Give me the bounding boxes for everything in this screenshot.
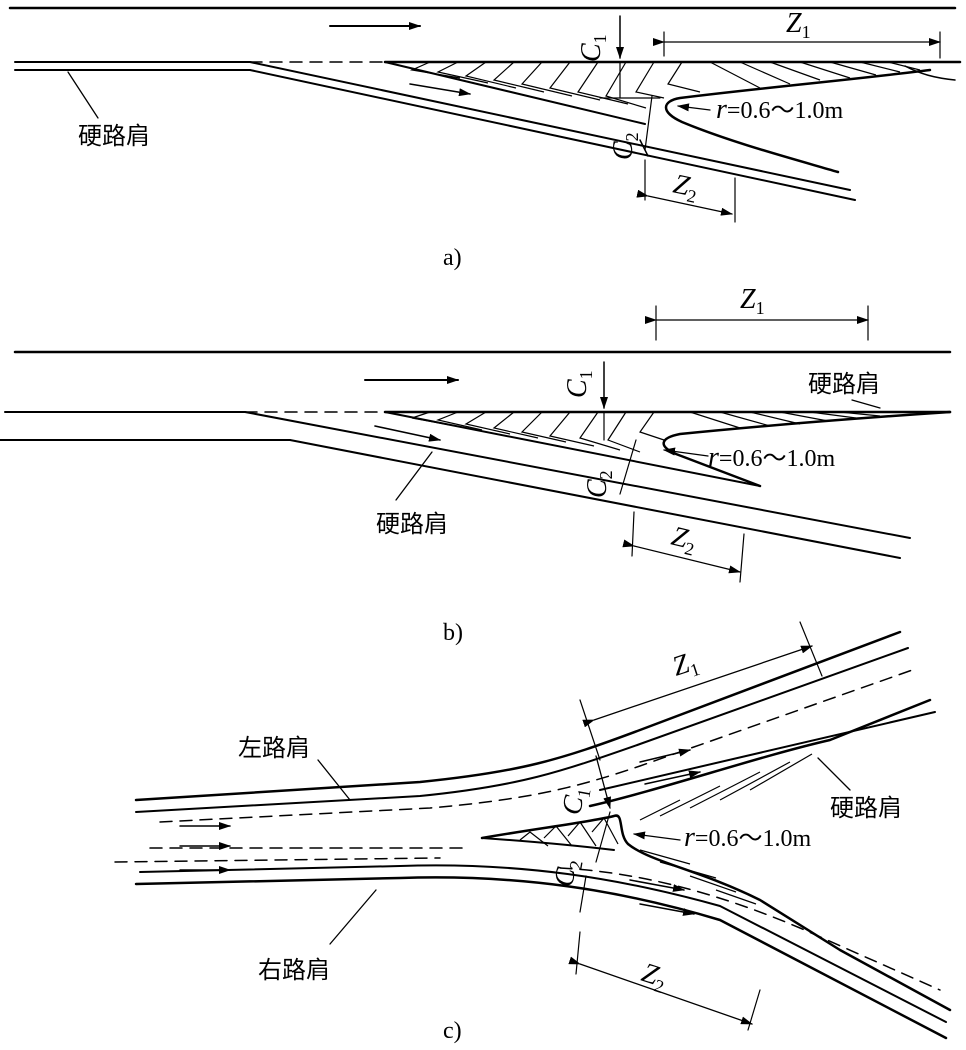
upper-branch-arrow-2 <box>644 770 701 785</box>
radius-label: r=0.6～1.0m <box>716 94 843 125</box>
radius-label: r=0.6～1.0m <box>708 442 835 473</box>
c2-extension <box>579 875 587 913</box>
panel-a-caption: a) <box>443 245 462 271</box>
panel-c: 左路肩 右路肩 硬路肩 C1 C2 Z1 Z2 r=0.6～1.0m c) <box>114 621 952 1044</box>
c2-label: C2 <box>548 857 586 890</box>
hard-shoulder-label: 硬路肩 <box>830 794 902 822</box>
ramp-inner-edge <box>384 61 646 125</box>
hard-shoulder-label: 硬路肩 <box>78 122 150 150</box>
upper-lane-dashed <box>159 667 919 823</box>
lower-center-dashed <box>114 857 441 863</box>
hard-shoulder-right-label: 硬路肩 <box>808 370 880 398</box>
gore-nose-outline <box>480 814 952 1012</box>
lower-lane-dashed <box>559 867 941 991</box>
lower-branch-arrow-2 <box>639 903 695 916</box>
ramp-traffic-arrow <box>374 425 441 442</box>
z2-label: Z2 <box>668 521 700 560</box>
z2-extension-right <box>739 533 745 583</box>
right-shoulder-leader <box>329 889 377 945</box>
lower-branch-arrow-1 <box>629 879 685 892</box>
c1-label: C1 <box>562 370 596 398</box>
left-outer-edge <box>134 630 902 802</box>
c2-dimension-line <box>644 95 653 151</box>
c1-dimension-arrow <box>595 755 612 809</box>
gore-nose <box>664 68 932 174</box>
upper-branch-arrow-1 <box>639 748 691 763</box>
c1-label: C1 <box>556 785 594 818</box>
left-shoulder-leader <box>317 759 351 801</box>
radius-leader <box>663 447 709 457</box>
right-shoulder-leader <box>851 399 881 409</box>
z2-label: Z2 <box>670 169 701 207</box>
z1-label: Z1 <box>740 284 765 318</box>
hard-shoulder-ramp-label: 硬路肩 <box>376 510 448 538</box>
z2-dimension-line <box>622 539 741 574</box>
left-shoulder-label: 左路肩 <box>238 734 310 762</box>
taper-edge <box>904 65 956 81</box>
ramp-outer-edge <box>249 69 856 201</box>
radius-leader <box>633 831 681 841</box>
radius-leader <box>677 103 711 112</box>
ramp-traffic-arrow <box>409 83 471 97</box>
ramp-shoulder-edge <box>249 61 851 191</box>
z2-extension-left <box>631 511 635 557</box>
ramp-outer-edge <box>289 439 901 559</box>
panel-b: 硬路肩 硬路肩 C1 C2 Z1 Z2 r=0.6～1.0m b) <box>0 284 952 646</box>
hard-shoulder-leader <box>817 757 851 791</box>
gore-lower-tip <box>481 837 615 851</box>
c2-label: C2 <box>608 132 642 160</box>
panel-b-caption: b) <box>443 620 463 646</box>
z1-label: Z1 <box>786 8 811 42</box>
hard-shoulder-leader <box>67 71 99 119</box>
ramp-nose-tick <box>639 139 649 157</box>
right-shoulder-edge <box>139 864 947 1023</box>
z2-dimension-line <box>568 956 753 1025</box>
z2-dimension-line <box>636 189 733 216</box>
gore-chevron-hatching <box>411 411 881 453</box>
left-shoulder-edge <box>135 647 909 813</box>
c2-dimension-line <box>619 439 637 495</box>
ramp-shoulder-leader <box>395 451 433 501</box>
gore-nose <box>662 410 952 488</box>
panel-a: 硬路肩 C1 C2 Z1 Z2 r=0.6～1.0m a) <box>8 6 962 271</box>
z2-extension-left <box>575 931 581 975</box>
gore-chevron-hatching <box>519 753 813 905</box>
radius-label: r=0.6～1.0m <box>684 822 811 853</box>
z1-label: Z1 <box>669 646 703 686</box>
z1-dimension-line <box>582 645 813 728</box>
z2-extension-right <box>747 989 761 1031</box>
ramp-shoulder-edge <box>244 411 911 539</box>
panel-c-caption: c) <box>443 1018 462 1044</box>
upper-branch-inner-edge <box>599 711 936 791</box>
gore-chevron-hatching <box>409 61 921 109</box>
c2-dimension-line <box>595 811 611 863</box>
z2-label: Z2 <box>637 957 671 997</box>
c1-label: C1 <box>576 34 610 62</box>
gore-upper-edge <box>588 698 932 808</box>
c2-label: C2 <box>582 470 616 498</box>
right-shoulder-label: 右路肩 <box>258 956 330 984</box>
